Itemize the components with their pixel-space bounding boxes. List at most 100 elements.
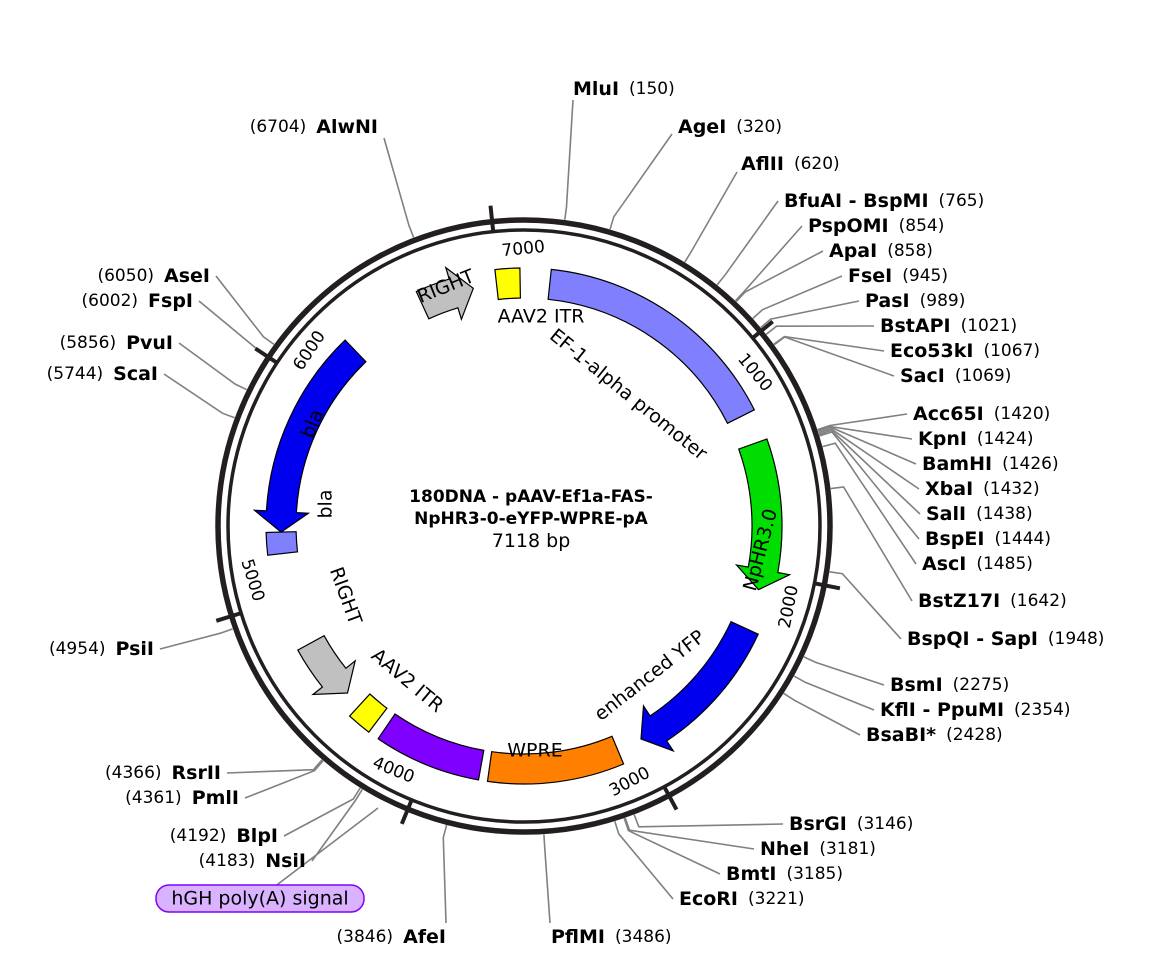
leader-rsrii bbox=[226, 759, 323, 774]
leader-bfuai-bspmi bbox=[716, 200, 779, 286]
site-bstz17i: BstZ17I(1642) bbox=[918, 590, 1067, 612]
site-label-bfuai-bspmi: BfuAI - BspMI(765) bbox=[784, 190, 984, 212]
leader-alwni bbox=[383, 137, 415, 238]
site-bamhi: BamHI(1426) bbox=[922, 453, 1059, 475]
leader-bstz17i bbox=[830, 486, 913, 602]
site-label-nhei: NheI(3181) bbox=[760, 838, 876, 860]
leader-bsabi bbox=[783, 692, 861, 736]
leader-sali bbox=[818, 429, 921, 515]
site-label-fsei: FseI(945) bbox=[848, 265, 948, 287]
site-afei: (3846)AfeI bbox=[337, 926, 446, 948]
site-saci: SacI(1069) bbox=[900, 365, 1011, 387]
tick-3000 bbox=[662, 785, 679, 811]
backbone-inner-ring bbox=[226, 228, 822, 824]
site-label-xbai: XbaI(1432) bbox=[925, 478, 1040, 500]
leader-pvui bbox=[178, 342, 248, 391]
site-bspei: BspEI(1444) bbox=[925, 528, 1051, 550]
site-label-pspomi: PspOMI(854) bbox=[808, 215, 944, 237]
site-label-pflmi: PflMI(3486) bbox=[551, 926, 672, 948]
feature-label-bla-outside: bla bbox=[315, 490, 337, 519]
site-psii: (4954)PsiI bbox=[49, 638, 154, 660]
site-label-bstz17i: BstZ17I(1642) bbox=[918, 590, 1067, 612]
plasmid-size: 7118 bp bbox=[492, 530, 571, 552]
site-label-pvui: (5856)PvuI bbox=[60, 332, 173, 354]
site-eco53ki: Eco53kI(1067) bbox=[890, 340, 1040, 362]
site-kpni: KpnI(1424) bbox=[918, 428, 1033, 450]
site-blpi: (4192)BlpI bbox=[170, 825, 278, 847]
feature-label-itr-top: AAV2 ITR bbox=[498, 306, 585, 328]
site-label-acc65i: Acc65I(1420) bbox=[913, 403, 1050, 425]
leader-aflii bbox=[684, 171, 738, 263]
plasmid-backbone bbox=[215, 217, 833, 835]
feature-label-polya: hGH poly(A) signal bbox=[171, 888, 348, 910]
leader-pspomi bbox=[734, 225, 803, 302]
leader-psii bbox=[159, 628, 233, 650]
leader-bspqi-sapi bbox=[829, 571, 902, 640]
tick-label-5000: 5000 bbox=[236, 557, 268, 604]
site-pspomi: PspOMI(854) bbox=[808, 215, 944, 237]
feature-itr-top bbox=[494, 267, 522, 301]
plasmid-title-line2: NpHR3-0-eYFP-WPRE-pA bbox=[414, 509, 649, 529]
site-agei: AgeI(320) bbox=[678, 116, 782, 138]
site-labels: MluI(150)AgeI(320)AflII(620)BfuAI - BspM… bbox=[47, 78, 1105, 948]
leader-bmti bbox=[623, 818, 721, 875]
site-bsmi: BsmI(2275) bbox=[890, 674, 1009, 696]
leader-bamhi bbox=[817, 426, 917, 465]
site-label-pmli: (4361)PmlI bbox=[125, 787, 239, 809]
site-nhei: NheI(3181) bbox=[760, 838, 876, 860]
leader-apai bbox=[735, 250, 824, 303]
site-asei: (6050)AseI bbox=[97, 265, 210, 287]
tick-5000 bbox=[215, 611, 242, 623]
tick-1000 bbox=[751, 319, 774, 340]
site-bfuai-bspmi: BfuAI - BspMI(765) bbox=[784, 190, 984, 212]
site-fsei: FseI(945) bbox=[848, 265, 948, 287]
leader-acc65i bbox=[817, 413, 908, 431]
site-label-scai: (5744)ScaI bbox=[47, 363, 158, 385]
site-bsabi: BsaBI*(2428) bbox=[866, 724, 1003, 746]
feature-nphr bbox=[734, 438, 792, 591]
site-label-bmti: BmtI(3185) bbox=[726, 863, 843, 885]
site-bsrgi: BsrGI(3146) bbox=[789, 813, 913, 835]
tick-label-7000: 7000 bbox=[501, 237, 546, 261]
site-kfli-ppumi: KflI - PpuMI(2354) bbox=[880, 699, 1071, 721]
tick-7000 bbox=[488, 205, 496, 232]
leader-bsmi bbox=[803, 656, 885, 686]
site-scai: (5744)ScaI bbox=[47, 363, 158, 385]
leader-pflmi bbox=[543, 834, 551, 924]
feature-promoter bbox=[547, 268, 756, 425]
leader-pmli bbox=[244, 760, 324, 799]
backbone-outer-ring bbox=[215, 217, 833, 835]
site-label-apai: ApaI(858) bbox=[829, 240, 933, 262]
site-alwni: (6704)AlwNI bbox=[250, 116, 378, 138]
site-pmli: (4361)PmlI bbox=[125, 787, 239, 809]
polya-label-box bbox=[155, 884, 365, 913]
site-sali: SalI(1438) bbox=[926, 503, 1033, 525]
site-label-eco53ki: Eco53kI(1067) bbox=[890, 340, 1040, 362]
feature-label-wpre: WPRE bbox=[507, 740, 562, 762]
leader-afei bbox=[442, 824, 448, 924]
site-pflmi: PflMI(3486) bbox=[551, 926, 672, 948]
site-label-rsrii: (4366)RsrII bbox=[105, 762, 221, 784]
site-label-ecori: EcoRI(3221) bbox=[679, 888, 805, 910]
site-label-bstapi: BstAPI(1021) bbox=[880, 315, 1017, 337]
leader-blpi bbox=[283, 787, 361, 837]
site-label-blpi: (4192)BlpI bbox=[170, 825, 278, 847]
feature-label-right-bottom: RIGHT bbox=[325, 564, 366, 628]
site-pvui: (5856)PvuI bbox=[60, 332, 173, 354]
feature-bla bbox=[252, 339, 367, 533]
leader-pasi bbox=[760, 300, 860, 329]
site-bspqi-sapi: BspQI - SapI(1948) bbox=[907, 628, 1104, 650]
leader-saci bbox=[773, 336, 895, 377]
site-label-alwni: (6704)AlwNI bbox=[250, 116, 378, 138]
leader-asei bbox=[215, 275, 275, 346]
leader-kfli-ppumi bbox=[793, 675, 875, 711]
site-label-afei: (3846)AfeI bbox=[337, 926, 446, 948]
feature-right-bottom bbox=[296, 634, 357, 696]
leader-asci bbox=[822, 442, 917, 565]
site-label-sali: SalI(1438) bbox=[926, 503, 1033, 525]
site-label-nsii: (4183)NsiI bbox=[199, 850, 306, 872]
leader-xbai bbox=[818, 427, 920, 490]
site-pasi: PasI(989) bbox=[865, 290, 965, 312]
site-label-bsabi: BsaBI*(2428) bbox=[866, 724, 1003, 746]
site-label-pasi: PasI(989) bbox=[865, 290, 965, 312]
